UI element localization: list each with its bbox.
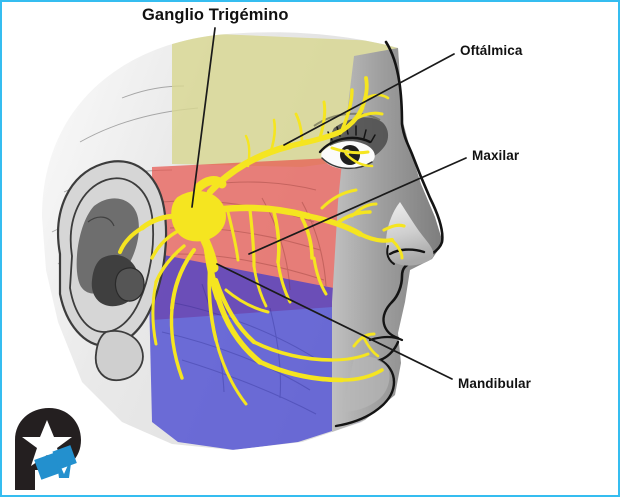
logo-star-icon (22, 420, 72, 466)
mandibular-division (151, 236, 384, 406)
label-maxilar: Maxilar (472, 148, 520, 163)
ophthalmic-division (206, 76, 390, 196)
leader-maxilar (248, 157, 467, 255)
label-mandibular: Mandibular (458, 376, 532, 391)
face-profile (332, 40, 444, 432)
leader-mandibular (216, 263, 453, 380)
leader-ganglio (191, 27, 216, 208)
ear (57, 160, 168, 382)
leader-lines (191, 27, 467, 380)
label-ganglio-trigemino: Ganglio Trigémino (142, 6, 289, 24)
trigeminal-nerve-network (118, 76, 406, 406)
logo-m-icon (34, 445, 77, 480)
label-oftalmica: Oftálmica (460, 43, 523, 58)
watermark-logo (15, 408, 81, 490)
leader-oftalmica (283, 53, 455, 146)
nerve-root (118, 213, 182, 260)
maxillary-division (212, 188, 406, 308)
